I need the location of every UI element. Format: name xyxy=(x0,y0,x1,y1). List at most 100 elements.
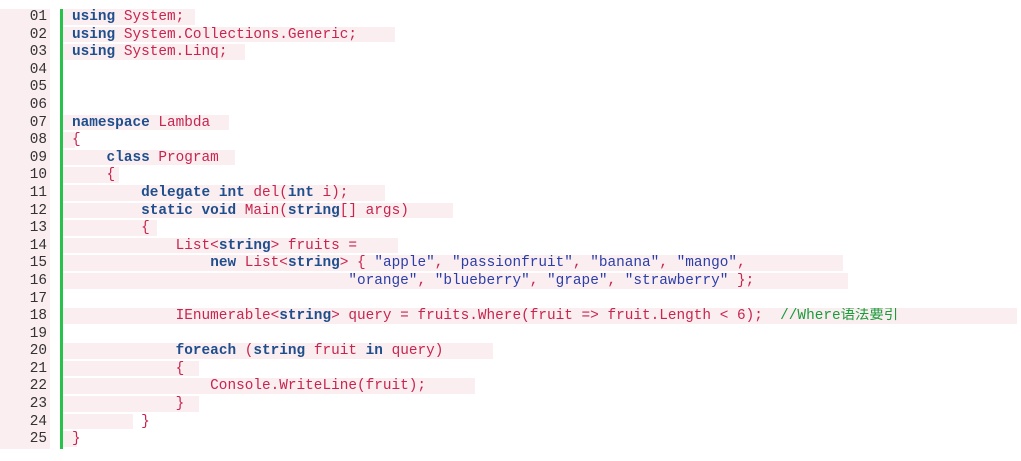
keyword-token: using xyxy=(72,26,116,43)
gutter-gap xyxy=(50,272,60,291)
gutter-gap xyxy=(50,26,60,45)
keyword-token: new xyxy=(210,255,237,272)
code-token: > fruits = xyxy=(270,237,357,254)
code-text xyxy=(63,79,1021,97)
code-line: 08 { xyxy=(0,132,1021,150)
line-number: 18 xyxy=(0,308,50,326)
gutter-gap xyxy=(50,255,60,273)
code-text: using System; xyxy=(63,9,1021,27)
gutter-bar xyxy=(60,202,63,221)
code-text: class Program xyxy=(63,149,1021,168)
gutter-gap xyxy=(50,431,60,449)
line-number: 16 xyxy=(0,272,50,291)
code-line: 20 foreach (string fruit in query) xyxy=(0,343,1021,361)
gutter-bar xyxy=(60,184,63,203)
line-number: 21 xyxy=(0,360,50,379)
code-line: 01 using System; xyxy=(0,9,1021,27)
code-text: Console.WriteLine(fruit); xyxy=(63,378,1021,396)
gutter-gap xyxy=(50,96,60,115)
gutter-bar xyxy=(60,325,63,344)
code-token: i); xyxy=(313,184,349,201)
code-text: namespace Lambda xyxy=(63,114,1021,133)
gutter-gap xyxy=(50,343,60,361)
gutter-bar xyxy=(60,378,63,397)
gutter-gap xyxy=(50,61,60,80)
gutter-bar xyxy=(60,220,63,238)
code-token: ( xyxy=(236,343,254,360)
code-text: delegate int del(int i); xyxy=(63,184,1021,203)
code-token: del( xyxy=(244,184,288,201)
code-line: 23 } xyxy=(0,396,1021,414)
code-text: IEnumerable<string> query = fruits.Where… xyxy=(63,308,1021,326)
line-number: 11 xyxy=(0,184,50,203)
line-number: 08 xyxy=(0,132,50,150)
code-line: 14 List<string> fruits = xyxy=(0,237,1021,256)
code-text xyxy=(63,62,1021,80)
gutter-gap xyxy=(50,79,60,97)
line-number: 04 xyxy=(0,61,50,80)
line-number: 12 xyxy=(0,202,50,221)
code-token: , xyxy=(607,272,625,289)
code-comment: //Where语法要引 xyxy=(780,308,899,325)
gutter-bar xyxy=(60,360,63,379)
code-text: using System.Collections.Generic; xyxy=(63,26,1021,45)
gutter-gap xyxy=(50,237,60,256)
code-token: List< xyxy=(72,237,219,254)
code-text xyxy=(63,291,1021,309)
line-number: 01 xyxy=(0,9,50,27)
code-token: System; xyxy=(115,9,185,25)
gutter-gap xyxy=(50,44,60,62)
code-token: { xyxy=(72,132,81,149)
code-token xyxy=(72,150,107,166)
code-text: "orange", "blueberry", "grape", "strawbe… xyxy=(63,272,1021,291)
gutter-gap xyxy=(50,149,60,168)
gutter-gap xyxy=(50,220,60,238)
gutter-gap xyxy=(50,360,60,379)
line-number: 03 xyxy=(0,44,50,62)
gutter-bar xyxy=(60,149,63,168)
keyword-token: string xyxy=(287,255,340,272)
line-number: 23 xyxy=(0,396,50,414)
code-text: { xyxy=(63,220,1021,238)
code-line: 13 { xyxy=(0,220,1021,238)
code-line: 05 xyxy=(0,79,1021,97)
line-number: 09 xyxy=(0,149,50,168)
code-line: 21 { xyxy=(0,360,1021,379)
code-token: > { xyxy=(339,255,375,272)
code-text: foreach (string fruit in query) xyxy=(63,343,1021,361)
string-literal: "apple" xyxy=(374,255,435,272)
line-number: 17 xyxy=(0,290,50,309)
code-text: } xyxy=(63,431,1021,449)
code-token: Console.WriteLine(fruit); xyxy=(72,378,427,395)
gutter-gap xyxy=(50,308,60,326)
keyword-token: using xyxy=(72,9,116,25)
code-token: , xyxy=(737,255,746,272)
code-text: new List<string> { "apple", "passionfrui… xyxy=(63,255,1021,273)
gutter-bar xyxy=(60,255,63,273)
code-token: fruit xyxy=(305,343,366,360)
code-line: 22 Console.WriteLine(fruit); xyxy=(0,378,1021,397)
code-text: using System.Linq; xyxy=(63,44,1021,62)
code-token: , xyxy=(434,255,453,272)
gutter-bar xyxy=(60,26,63,45)
line-number: 25 xyxy=(0,431,50,449)
code-line: 19 xyxy=(0,325,1021,344)
code-line: 06 xyxy=(0,96,1021,115)
gutter-gap xyxy=(50,325,60,344)
keyword-token: string xyxy=(218,237,271,254)
gutter-gap xyxy=(50,9,60,27)
code-text: static void Main(string[] args) xyxy=(63,202,1021,221)
code-token: > query = fruits.Where(fruit => fruit.Le… xyxy=(331,308,781,325)
code-token xyxy=(72,185,141,201)
code-line: 03 using System.Linq; xyxy=(0,44,1021,62)
gutter-bar xyxy=(60,237,63,256)
code-line: 16 "orange", "blueberry", "grape", "stra… xyxy=(0,272,1021,291)
code-line: 12 static void Main(string[] args) xyxy=(0,202,1021,221)
gutter-bar xyxy=(60,343,63,361)
code-token: [] args) xyxy=(339,202,409,219)
line-number: 15 xyxy=(0,255,50,273)
keyword-token: static void xyxy=(141,202,237,219)
string-literal: "strawberry" xyxy=(624,272,729,289)
